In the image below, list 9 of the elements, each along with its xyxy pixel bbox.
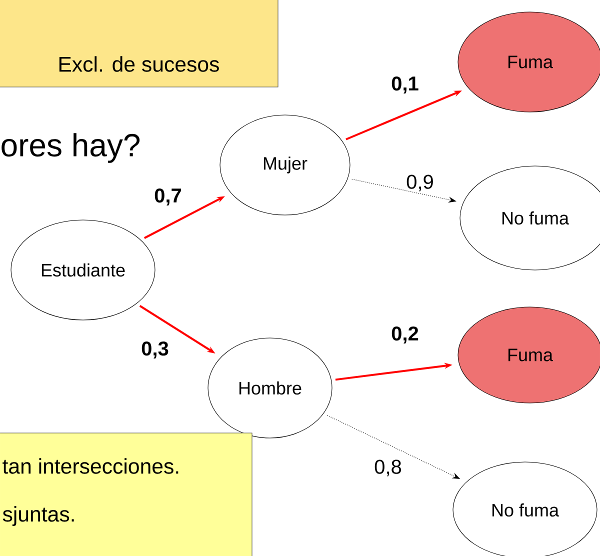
probability-label: 0,7 — [154, 188, 182, 206]
probability-label: 0,1 — [392, 76, 418, 94]
heading: ores hay? — [2, 133, 140, 163]
probability-label: 0,3 — [142, 341, 168, 359]
note-box: tan intersecciones. sjuntas. — [0, 432, 252, 556]
probability-label: 0,9 — [406, 174, 433, 192]
probability-label: 0,8 — [374, 460, 402, 476]
note-box: Excl. de sucesos — [0, 0, 278, 88]
probability-label: 0,2 — [392, 326, 418, 344]
